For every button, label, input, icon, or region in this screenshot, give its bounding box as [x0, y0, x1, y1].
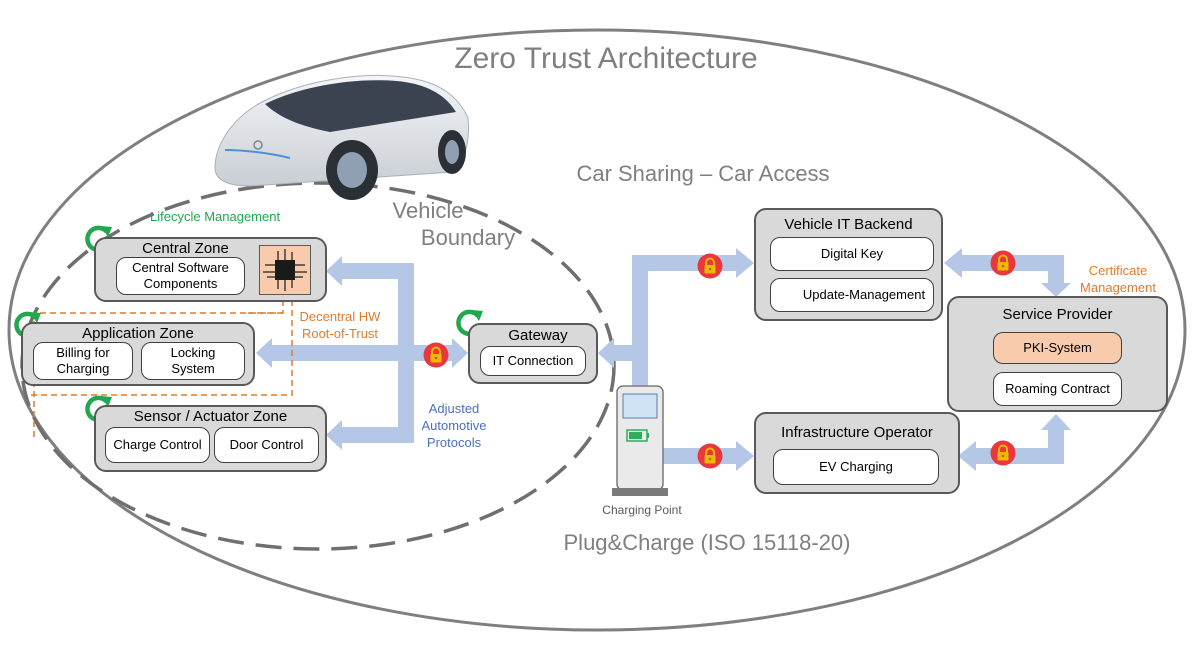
- protocols-label: Adjusted Automotive Protocols: [421, 400, 486, 451]
- sensor-zone-title: Sensor / Actuator Zone: [133, 408, 288, 425]
- vehicle-boundary-label: Vehicle Boundary: [341, 197, 516, 251]
- central-software-box: Central Software Components: [116, 257, 245, 295]
- door-control-box: Door Control: [214, 427, 319, 463]
- digital-key-box: Digital Key: [770, 237, 934, 271]
- vehicle-boundary-line1: Vehicle: [392, 198, 464, 223]
- it-connection-box: IT Connection: [480, 346, 586, 376]
- service-provider-title: Service Provider: [1002, 306, 1113, 323]
- billing-line2: Charging: [56, 361, 110, 376]
- hw-rot-line1: Decentral HW: [299, 309, 381, 324]
- sensor-actuator-zone: Sensor / Actuator Zone Charge Control Do…: [94, 405, 327, 472]
- protocols-line1: Adjusted: [428, 401, 480, 416]
- central-software-line1: Central Software: [132, 260, 229, 275]
- certificate-line2: Management: [1080, 280, 1156, 295]
- plug-charge-label: Plug&Charge (ISO 15118-20): [563, 530, 851, 555]
- charging-point-label: Charging Point: [602, 503, 682, 517]
- vehicle-it-backend: Vehicle IT Backend Digital Key Update-Ma…: [754, 208, 943, 321]
- roaming-contract-box: Roaming Contract: [993, 372, 1122, 406]
- application-zone-title: Application Zone: [82, 325, 194, 342]
- application-zone: Application Zone Billing for Charging Lo…: [21, 322, 255, 386]
- central-zone: Central Zone Central Software Components: [94, 237, 327, 302]
- central-software-line2: Components: [143, 276, 218, 291]
- protocols-line3: Protocols: [426, 435, 482, 450]
- charge-control-box: Charge Control: [105, 427, 210, 463]
- lock-icon: [990, 250, 1016, 276]
- billing-line1: Billing for: [56, 345, 110, 360]
- update-management-box: Update-Management: [770, 278, 934, 312]
- billing-box: Billing for Charging: [33, 342, 133, 380]
- lock-icon: [423, 342, 449, 368]
- lifecycle-management-label: Lifecycle Management: [150, 209, 281, 224]
- diagram-title: Zero Trust Architecture: [454, 42, 758, 75]
- locking-line1: Locking: [170, 345, 216, 360]
- zero-trust-boundary: [7, 28, 1187, 632]
- hw-rot-line2: Root-of-Trust: [301, 326, 379, 341]
- vehicle-internal-arrows: [256, 256, 468, 450]
- locking-box: Locking System: [141, 342, 245, 380]
- pki-system-box: PKI-System: [993, 332, 1122, 364]
- vehicle-boundary-line2: Boundary: [420, 225, 516, 250]
- gateway-title: Gateway: [508, 327, 568, 344]
- car-sharing-label: Car Sharing – Car Access: [576, 161, 830, 186]
- lock-icon: [697, 443, 723, 469]
- certificate-line1: Certificate: [1088, 263, 1148, 278]
- protocols-line2: Automotive: [421, 418, 487, 433]
- central-zone-title: Central Zone: [142, 240, 229, 257]
- chip-icon: [259, 245, 311, 295]
- ev-charging-box: EV Charging: [773, 449, 939, 485]
- infra-title: Infrastructure Operator: [781, 424, 933, 441]
- locking-line2: System: [171, 361, 215, 376]
- service-provider: Service Provider PKI-System Roaming Cont…: [947, 296, 1168, 412]
- charging-station-icon: [612, 385, 668, 496]
- lock-icon: [697, 253, 723, 279]
- gateway-zone: Gateway IT Connection: [468, 323, 598, 384]
- certificate-management-label: Certificate Management: [1080, 262, 1156, 296]
- infrastructure-operator: Infrastructure Operator EV Charging: [754, 412, 960, 494]
- car-image: [214, 75, 469, 200]
- hw-root-of-trust-label: Decentral HW Root-of-Trust: [300, 308, 381, 342]
- backend-title: Vehicle IT Backend: [784, 216, 913, 233]
- lock-icon: [990, 440, 1016, 466]
